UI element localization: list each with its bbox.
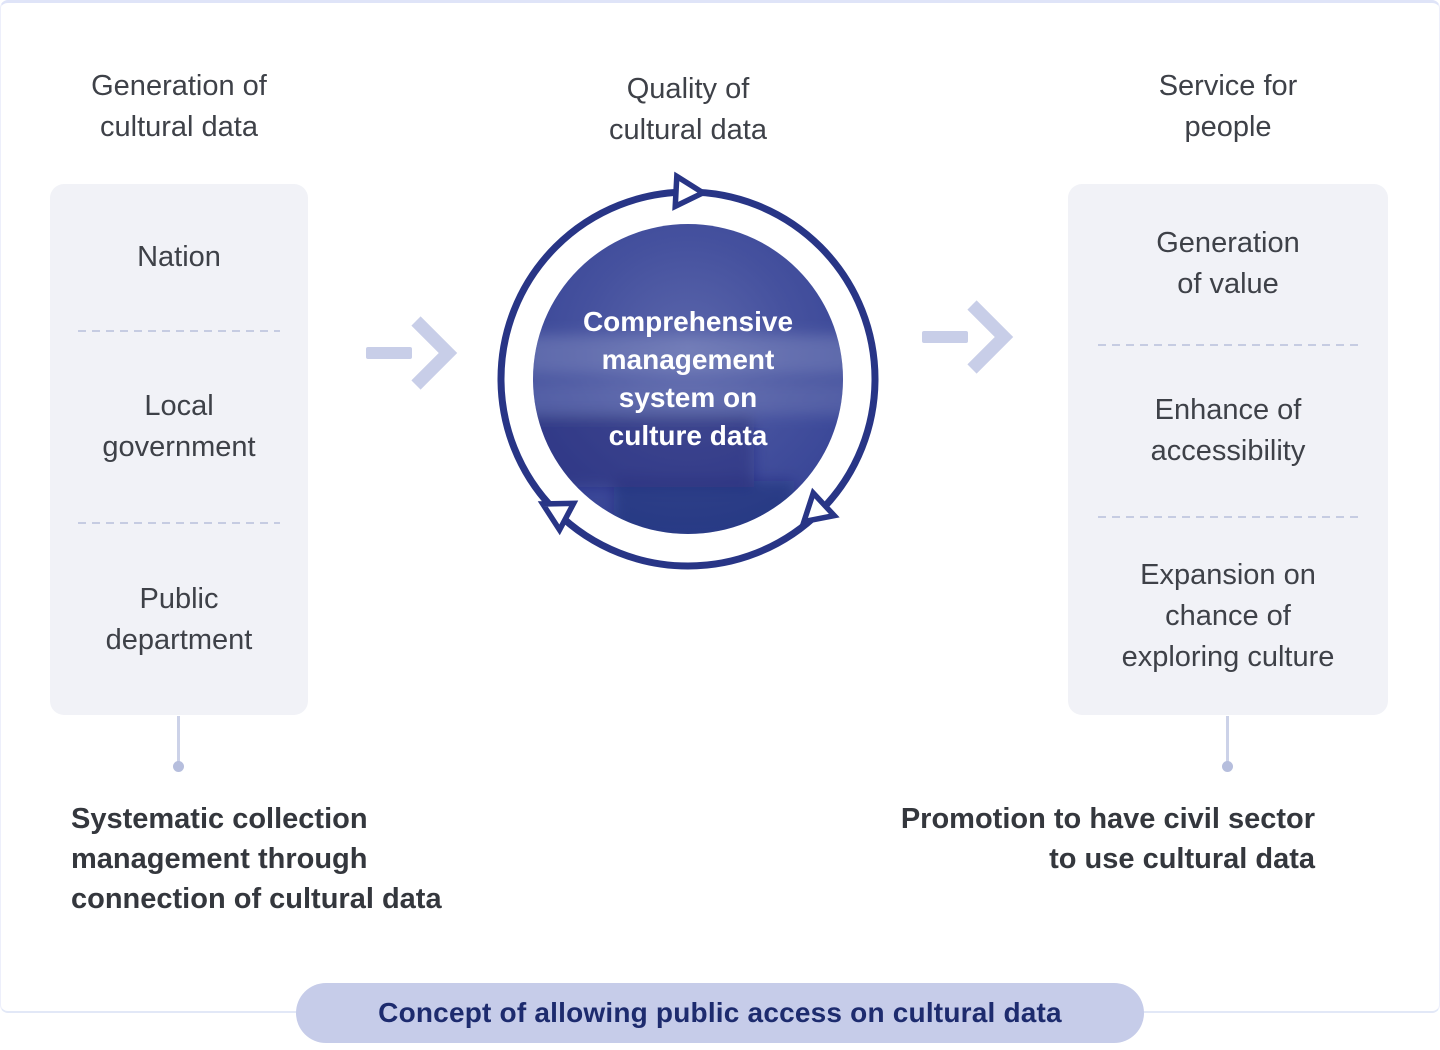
dashed-divider (1098, 516, 1358, 518)
panel-item-generation-of-value: Generation of value (1156, 227, 1300, 300)
connector-line (1226, 716, 1229, 762)
panel-item-nation: Nation (137, 240, 221, 273)
connector-dot (1222, 761, 1233, 772)
arrow-tail (366, 347, 412, 359)
cycle-arrowhead-top-icon (672, 171, 709, 211)
cycle-arrowhead-bottom-right-icon (799, 487, 840, 526)
panel-item-expansion-exploring-culture: Expansion on chance of exploring culture (1121, 559, 1335, 673)
concept-pill: Concept of allowing public access on cul… (296, 983, 1144, 1043)
left-caption: Systematic collection management through… (71, 803, 442, 915)
flow-arrow-right-icon (922, 300, 1014, 374)
cycle-diagram (497, 171, 879, 570)
left-column-heading: Generation of cultural data (91, 70, 267, 143)
concept-pill-label: Concept of allowing public access on cul… (378, 997, 1062, 1028)
dashed-divider (78, 330, 280, 332)
cycle-center-label: Comprehensive management system on cultu… (582, 306, 794, 451)
dashed-divider (1098, 344, 1358, 346)
arrow-chevron (967, 300, 1014, 374)
right-caption: Promotion to have civil sector to use cu… (900, 803, 1315, 875)
arrow-tail (922, 331, 968, 343)
right-column-heading: Service for people (1158, 70, 1298, 143)
dashed-divider (78, 522, 280, 524)
connector-dot (173, 761, 184, 772)
flow-arrow-right-icon (366, 316, 458, 390)
cycle-arrowhead-bottom-left-icon (537, 500, 579, 536)
panel-item-local-government: Local government (102, 390, 256, 463)
service-outcomes-panel: Generation of value Enhance of accessibi… (1068, 184, 1388, 715)
book-photo-overlay (533, 335, 843, 534)
panel-item-public-department: Public department (105, 582, 253, 656)
panel-item-enhance-accessibility: Enhance of accessibility (1150, 394, 1306, 467)
center-column-heading: Quality of cultural data (609, 73, 767, 146)
generation-sources-panel: Nation Local government Public departmen… (50, 184, 308, 715)
arrow-chevron (411, 316, 458, 390)
connector-line (177, 716, 180, 762)
